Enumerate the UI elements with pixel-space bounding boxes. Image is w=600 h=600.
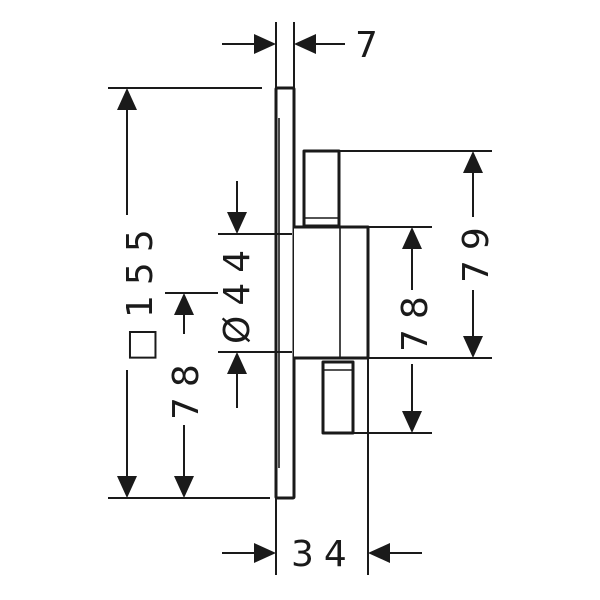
dim-label-center-height: 78 <box>395 286 436 352</box>
dim-label-top-height: 79 <box>456 217 497 283</box>
dim-label-offset-left: 78 <box>166 354 207 420</box>
central-cylinder <box>294 225 370 360</box>
mixer-body <box>274 86 370 500</box>
dim-center-height: 78 <box>353 226 436 434</box>
dim-plate-size: □155 <box>108 87 270 499</box>
dim-plate-thickness: 7 <box>222 22 388 88</box>
upper-knob <box>302 149 341 228</box>
dim-top-height: 79 <box>339 150 497 359</box>
dim-offset-left: 78 <box>165 292 218 498</box>
dim-label-diameter: Ø44 <box>217 240 258 344</box>
dim-label-depth: 34 <box>291 534 357 575</box>
dim-label-plate-thickness: 7 <box>355 25 388 66</box>
dim-depth: 34 <box>222 358 422 575</box>
dim-diameter: Ø44 <box>217 181 292 408</box>
dim-label-plate-size: □155 <box>120 219 161 362</box>
lower-knob <box>321 360 355 435</box>
